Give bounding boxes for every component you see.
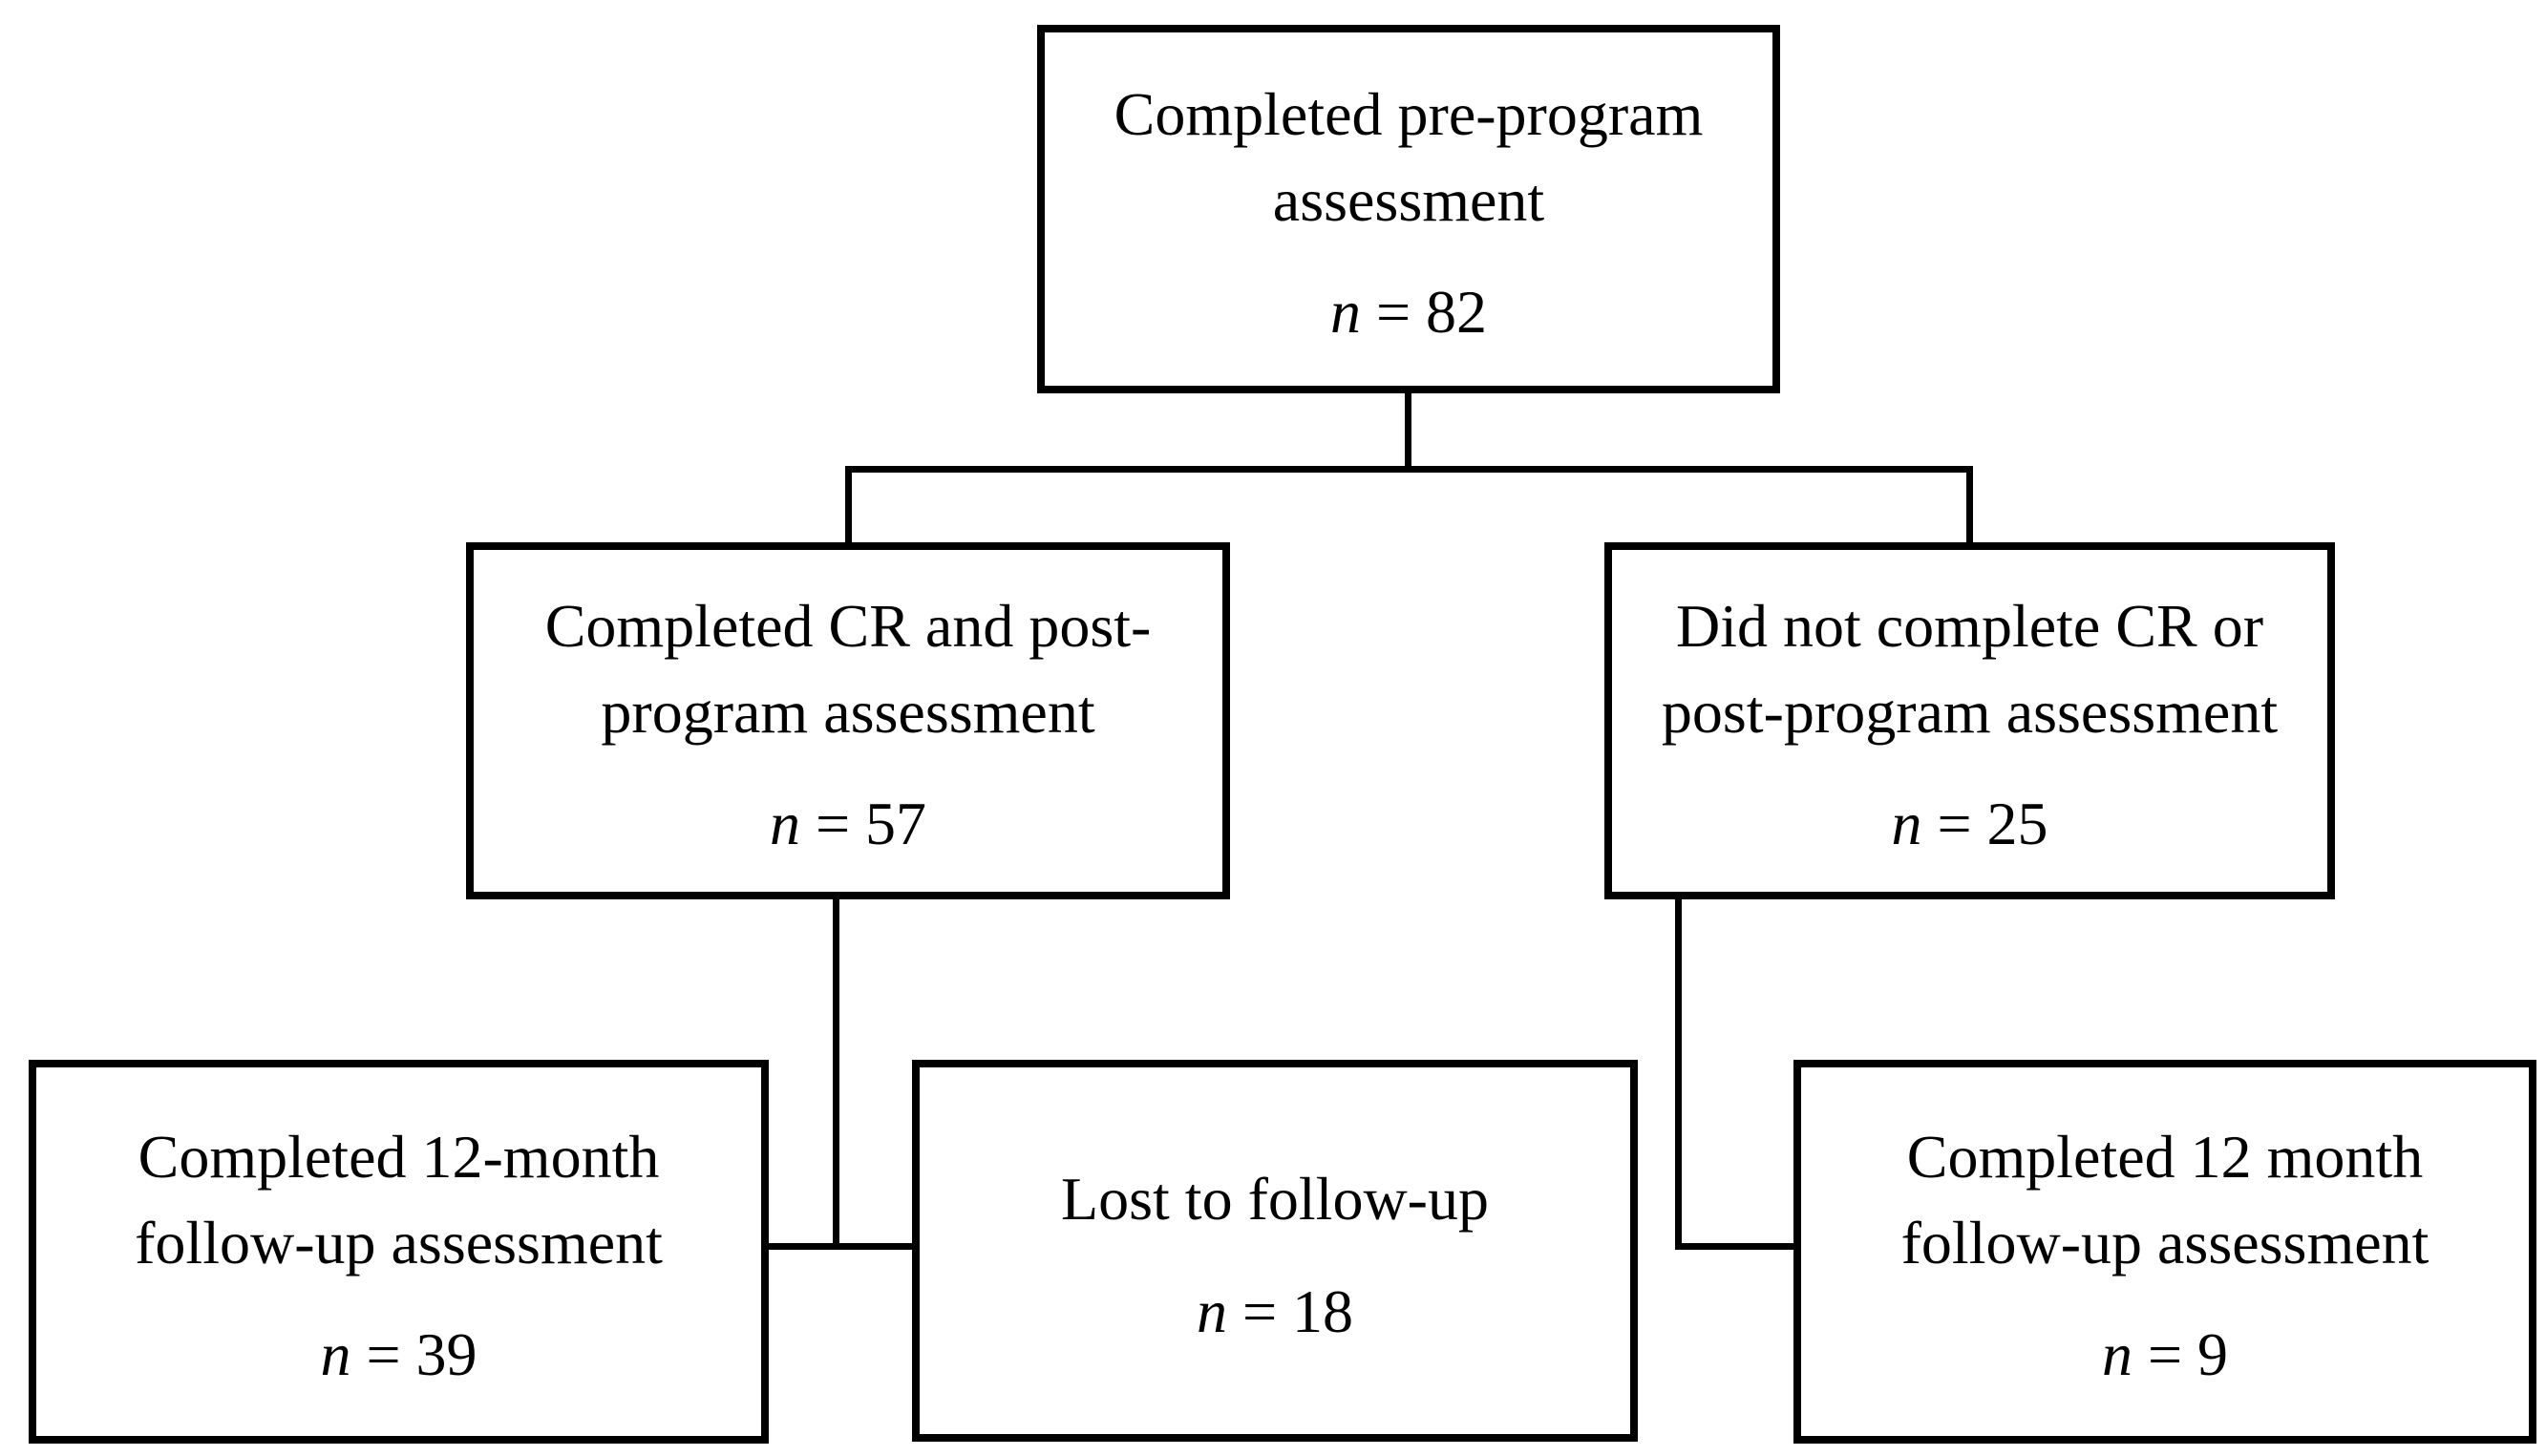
box-label-line: Completed pre-program xyxy=(1114,80,1704,149)
equals-sign: = xyxy=(1375,278,1411,347)
box-completed-12-month-follow-up-assessment-non-cr: Completed 12 month follow-up assessment … xyxy=(1793,1060,2536,1444)
box-label: Did not complete CR or post-program asse… xyxy=(1662,583,2278,754)
box-lost-to-follow-up: Lost to follow-up n=18 xyxy=(912,1060,1638,1442)
box-completed-cr-and-post-program-assessment: Completed CR and post- program assessmen… xyxy=(466,542,1230,899)
n-symbol: n xyxy=(320,1320,351,1389)
box-label: Completed 12 month follow-up assessment xyxy=(1901,1114,2429,1285)
connector-left-stem xyxy=(833,894,839,1250)
sample-size: n=82 xyxy=(1330,279,1487,346)
n-symbol: n xyxy=(1196,1277,1227,1345)
box-label-line: follow-up assessment xyxy=(1900,1208,2429,1277)
n-value: 57 xyxy=(865,790,927,858)
box-label-line: Lost to follow-up xyxy=(1061,1165,1489,1233)
n-symbol: n xyxy=(1891,790,1922,858)
connector-left-elbow xyxy=(767,1243,914,1250)
box-label: Completed CR and post- program assessmen… xyxy=(545,583,1152,754)
box-label-line: follow-up assessment xyxy=(135,1208,663,1277)
n-value: 39 xyxy=(415,1320,477,1389)
box-label-line: post-program assessment xyxy=(1661,677,2279,746)
n-symbol: n xyxy=(769,790,800,858)
connector-branch-right-drop xyxy=(1966,466,1973,546)
box-completed-12-month-follow-up-assessment: Completed 12-month follow-up assessment … xyxy=(29,1060,769,1444)
equals-sign: = xyxy=(815,790,851,858)
equals-sign: = xyxy=(1241,1277,1278,1345)
box-label-line: program assessment xyxy=(601,677,1095,746)
connector-branch-bar xyxy=(845,466,1973,473)
n-symbol: n xyxy=(1329,278,1361,347)
box-label: Completed 12-month follow-up assessment xyxy=(135,1114,663,1285)
n-value: 9 xyxy=(2197,1320,2229,1389)
box-label-line: Completed CR and post- xyxy=(544,592,1152,661)
n-value: 25 xyxy=(1986,790,2048,858)
box-label-line: Completed 12 month xyxy=(1906,1123,2424,1192)
n-value: 18 xyxy=(1292,1277,1354,1345)
box-did-not-complete-cr-or-post-program-assessment: Did not complete CR or post-program asse… xyxy=(1604,542,2335,899)
connector-branch-left-drop xyxy=(845,466,852,546)
connector-right-stem xyxy=(1675,894,1682,1250)
n-value: 82 xyxy=(1426,278,1488,347)
sample-size: n=57 xyxy=(770,791,926,857)
n-symbol: n xyxy=(2101,1320,2132,1389)
box-label: Lost to follow-up xyxy=(1061,1156,1489,1242)
connector-top-stem xyxy=(1405,391,1411,473)
connector-right-elbow xyxy=(1675,1243,1795,1250)
sample-size: n=9 xyxy=(2102,1321,2228,1388)
sample-size: n=25 xyxy=(1891,791,2047,857)
equals-sign: = xyxy=(2147,1320,2183,1389)
sample-size: n=18 xyxy=(1196,1277,1354,1345)
equals-sign: = xyxy=(366,1320,401,1389)
box-label-line: assessment xyxy=(1272,165,1545,234)
box-completed-pre-program-assessment: Completed pre-program assessment n=82 xyxy=(1037,25,1780,393)
box-label: Completed pre-program assessment xyxy=(1114,72,1704,243)
box-label-line: Completed 12-month xyxy=(138,1123,660,1192)
sample-size: n=39 xyxy=(320,1321,477,1388)
equals-sign: = xyxy=(1937,790,1972,858)
box-label-line: Did not complete CR or xyxy=(1675,592,2264,661)
